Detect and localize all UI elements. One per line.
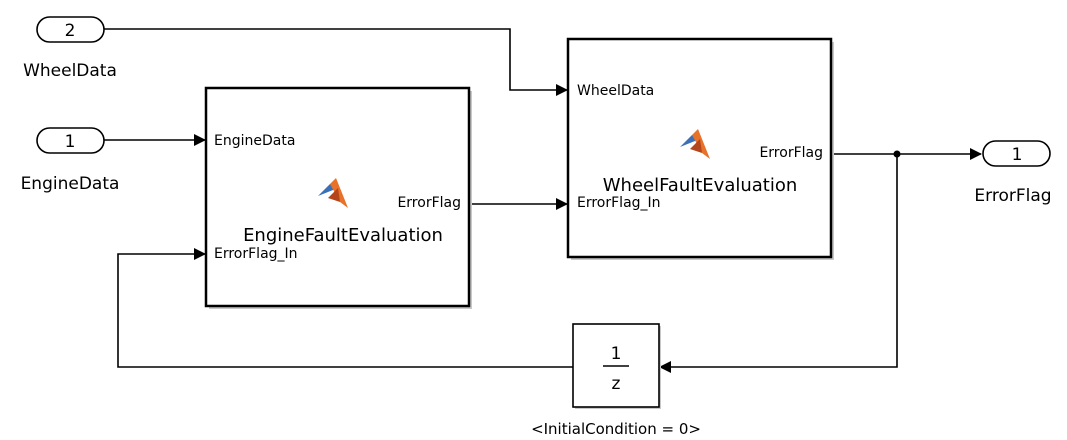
block-engine-fault-evaluation[interactable]: EngineData ErrorFlag_In ErrorFlag Engine… [204, 86, 472, 309]
inport-number: 1 [65, 132, 76, 152]
delay-annotation: <InitialCondition = 0> [531, 420, 701, 438]
inport-enginedata[interactable]: 1 EngineData [21, 127, 120, 194]
port-label-enginedata: EngineData [214, 133, 295, 149]
inport-label: WheelData [23, 61, 117, 81]
signal-feedback-return[interactable] [117, 248, 573, 368]
delay-numerator: 1 [611, 344, 622, 364]
inport-number: 2 [65, 21, 76, 41]
signal-wheeldata[interactable] [104, 28, 568, 96]
port-label-wheeldata: WheelData [577, 83, 654, 99]
port-label-errorflag: ErrorFlag [759, 145, 823, 161]
branch-point [893, 150, 901, 158]
inport-wheeldata[interactable]: 2 WheelData [23, 16, 117, 81]
block-wheel-fault-evaluation[interactable]: WheelData ErrorFlag_In ErrorFlag WheelFa… [566, 37, 834, 260]
delay-denominator: z [612, 374, 621, 394]
port-label-errorflag: ErrorFlag [397, 195, 461, 211]
block-title: EngineFaultEvaluation [243, 225, 443, 246]
outport-errorflag[interactable]: 1 ErrorFlag [974, 140, 1052, 206]
outport-label: ErrorFlag [974, 186, 1051, 206]
block-title: WheelFaultEvaluation [603, 175, 798, 196]
port-label-errorflag-in: ErrorFlag_In [214, 246, 298, 262]
port-label-errorflag-in: ErrorFlag_In [577, 195, 661, 211]
matlab-logo-icon [318, 178, 348, 208]
outport-number: 1 [1012, 145, 1023, 165]
inport-label: EngineData [21, 174, 120, 194]
signal-lines [104, 28, 982, 373]
block-unit-delay[interactable]: 1 z <InitialCondition = 0> [531, 323, 701, 438]
matlab-logo-icon [680, 129, 710, 159]
signal-feedback-branch[interactable] [659, 154, 898, 373]
